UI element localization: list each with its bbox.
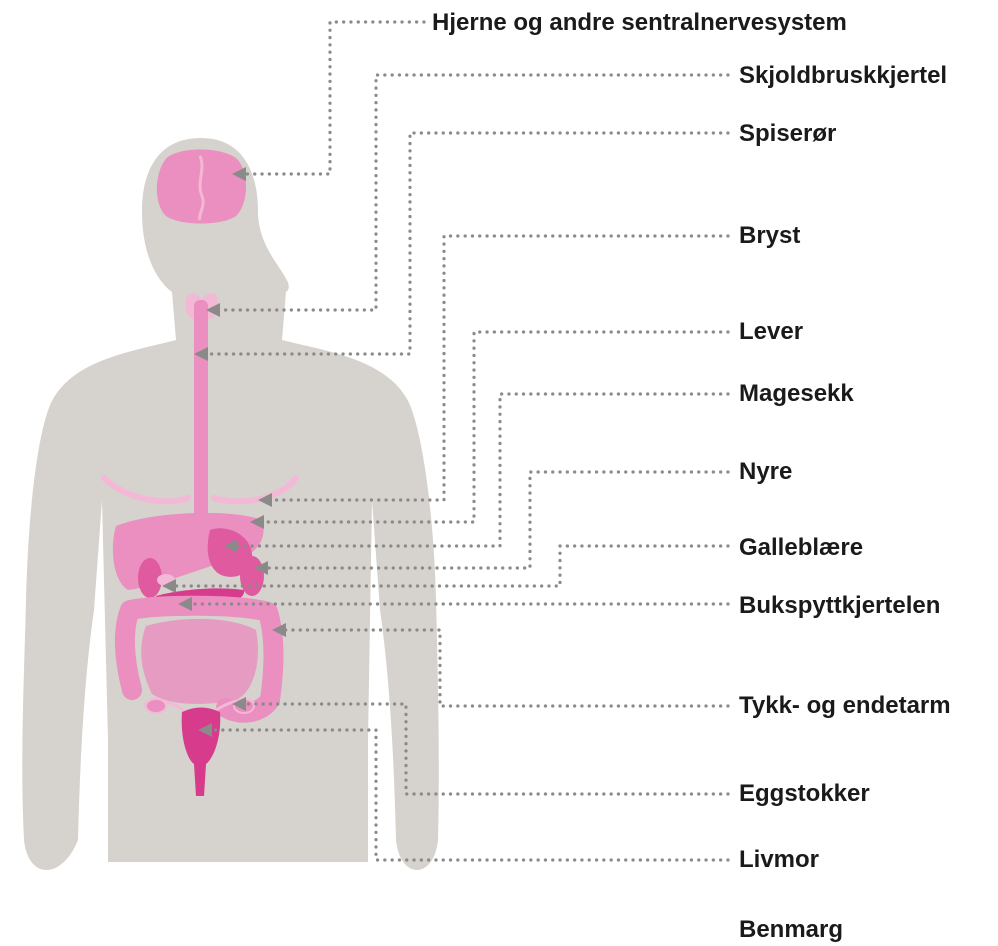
leader-esophagus <box>206 133 728 354</box>
label-liver: Lever <box>739 318 803 346</box>
label-kidney: Nyre <box>739 458 792 486</box>
label-bone-marrow: Benmarg <box>739 916 843 944</box>
label-thyroid: Skjoldbruskkjertel <box>739 62 947 90</box>
leader-brain <box>244 22 424 174</box>
esophagus-organ <box>194 300 208 532</box>
label-brain: Hjerne og andre sentralnervesystem <box>432 9 847 37</box>
label-pancreas: Bukspyttkjertelen <box>739 592 940 620</box>
leader-thyroid <box>218 75 728 310</box>
label-gallbladder: Galleblære <box>739 534 863 562</box>
label-uterus: Livmor <box>739 846 819 874</box>
label-colon: Tykk- og endetarm <box>739 692 951 720</box>
label-stomach: Magesekk <box>739 380 854 408</box>
ovary-left <box>146 699 166 713</box>
label-ovaries: Eggstokker <box>739 780 870 808</box>
label-breast: Bryst <box>739 222 800 250</box>
label-esophagus: Spiserør <box>739 120 836 148</box>
intestine-organ <box>141 619 258 704</box>
